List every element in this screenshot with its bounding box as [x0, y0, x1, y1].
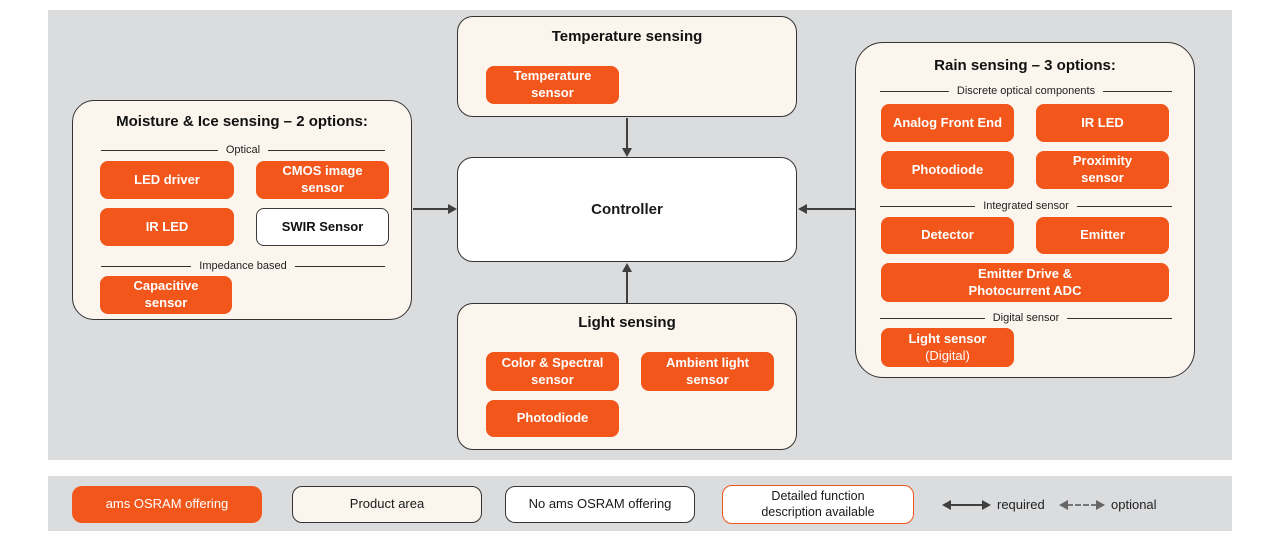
color-spectral-sensor-node: Color & Spectral sensor: [486, 352, 619, 391]
optical-divider: Optical: [101, 143, 385, 157]
legend-optional-label: optional: [1111, 497, 1157, 512]
integrated-sensor-divider: Integrated sensor: [880, 199, 1172, 213]
arrow-right-icon: [448, 204, 457, 214]
light-sensor-digital-node: Light sensor (Digital): [881, 328, 1014, 367]
discrete-optical-components-divider-label: Discrete optical components: [956, 85, 1096, 97]
controller-box: Controller: [457, 157, 797, 262]
digital-sensor-divider: Digital sensor: [880, 311, 1172, 325]
ambient-light-sensor-node: Ambient light sensor: [641, 352, 774, 391]
impedance-based-divider: Impedance based: [101, 259, 385, 273]
legend-no-ams-osram-offering: No ams OSRAM offering: [505, 486, 695, 523]
cmos-image-sensor-node: CMOS image sensor: [256, 161, 389, 199]
light-sensor-digital-label: Light sensor: [908, 330, 987, 346]
temperature-sensing-title: Temperature sensing: [551, 28, 703, 45]
legend-product-area: Product area: [292, 486, 482, 523]
arrow-down-icon: [622, 148, 632, 157]
analog-front-end-node: Analog Front End: [881, 104, 1014, 142]
legend-required-label: required: [997, 497, 1045, 512]
photodiode-node-light: Photodiode: [486, 400, 619, 437]
arrow-left-icon: [1059, 500, 1068, 510]
legend-ams-osram-offering: ams OSRAM offering: [72, 486, 262, 523]
ir-led-node-moisture: IR LED: [100, 208, 234, 246]
photodiode-node-rain: Photodiode: [881, 151, 1014, 189]
controller-label: Controller: [591, 201, 663, 218]
arrow-temperature-to-controller-line: [626, 118, 628, 149]
light-sensing-box: Light sensing Color & Spectral sensor Am…: [457, 303, 797, 450]
arrow-up-icon: [622, 263, 632, 272]
led-driver-node: LED driver: [100, 161, 234, 199]
arrow-rain-to-controller-line: [807, 208, 855, 210]
rain-sensing-box: Rain sensing – 3 options: Discrete optic…: [855, 42, 1195, 378]
temperature-sensing-box: Temperature sensing Temperature sensor: [457, 16, 797, 117]
arrow-moisture-to-controller-line: [413, 208, 449, 210]
arrow-left-icon: [798, 204, 807, 214]
arrow-left-icon: [942, 500, 951, 510]
optical-divider-label: Optical: [225, 144, 261, 156]
arrow-right-icon: [1096, 500, 1105, 510]
temperature-sensor-node: Temperature sensor: [486, 66, 619, 104]
legend-optional-arrow-line: [1067, 504, 1097, 506]
proximity-sensor-node: Proximity sensor: [1036, 151, 1169, 189]
legend-detailed-function-available: Detailed function description available: [722, 485, 914, 524]
arrow-right-icon: [982, 500, 991, 510]
arrow-light-to-controller-line: [626, 272, 628, 304]
light-sensor-digital-sublabel: (Digital): [925, 347, 970, 363]
swir-sensor-node: SWIR Sensor: [256, 208, 389, 246]
discrete-optical-components-divider: Discrete optical components: [880, 84, 1172, 98]
detector-node: Detector: [881, 217, 1014, 254]
impedance-based-divider-label: Impedance based: [199, 260, 287, 272]
moisture-ice-sensing-box: Moisture & Ice sensing – 2 options: Opti…: [72, 100, 412, 320]
capacitive-sensor-node: Capacitive sensor: [100, 276, 232, 314]
ir-led-node-rain: IR LED: [1036, 104, 1169, 142]
moisture-ice-sensing-title: Moisture & Ice sensing – 2 options:: [116, 113, 368, 130]
rain-sensing-title: Rain sensing – 3 options:: [934, 57, 1116, 74]
emitter-drive-photocurrent-adc-node: Emitter Drive & Photocurrent ADC: [881, 263, 1169, 302]
light-sensing-title: Light sensing: [578, 314, 676, 331]
integrated-sensor-divider-label: Integrated sensor: [983, 200, 1069, 212]
legend-required-arrow-line: [949, 504, 983, 506]
emitter-node: Emitter: [1036, 217, 1169, 254]
digital-sensor-divider-label: Digital sensor: [992, 312, 1060, 324]
